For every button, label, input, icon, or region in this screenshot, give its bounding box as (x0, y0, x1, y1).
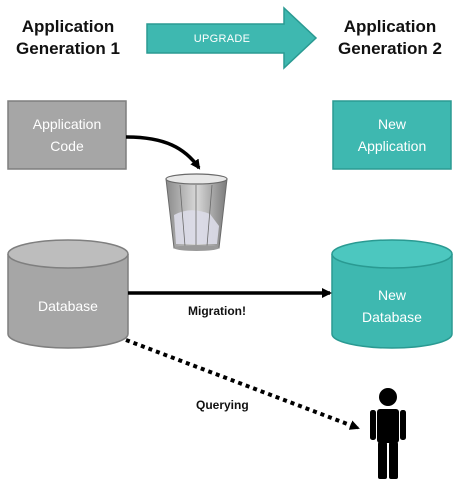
new-database-label-line1: New (377, 287, 406, 303)
application-code-label-line1: Application (32, 116, 102, 132)
application-code-box (7, 100, 127, 170)
new-application-box (332, 100, 452, 170)
database-label: Database (8, 270, 128, 342)
person-icon (370, 388, 406, 479)
new-application-label-line1: New (377, 116, 406, 132)
upgrade-arrow (146, 6, 318, 70)
generation-2-title: Application Generation 2 (322, 16, 458, 60)
migration-label: Migration! (188, 304, 246, 318)
database-cylinder (7, 239, 129, 349)
generation-2-title-line2: Generation 2 (338, 39, 442, 58)
new-database-cylinder (331, 239, 453, 349)
application-code-label: Application Code (8, 101, 126, 169)
new-application-label-line2: Application (357, 138, 427, 154)
querying-label: Querying (196, 398, 249, 412)
new-database-label-line2: Database (362, 309, 422, 325)
discard-arrow (125, 135, 201, 170)
new-application-label: New Application (333, 101, 451, 169)
generation-1-title: Application Generation 1 (0, 16, 136, 60)
wastebasket-icon (165, 173, 228, 251)
new-database-label: New Database (332, 270, 452, 342)
database-label-line1: Database (38, 298, 98, 314)
generation-1-title-line1: Application (21, 17, 115, 36)
upgrade-label: UPGRADE (193, 32, 251, 45)
generation-1-title-line2: Generation 1 (16, 39, 120, 58)
generation-2-title-line1: Application (343, 17, 437, 36)
application-code-label-line2: Code (50, 138, 84, 154)
querying-arrow (125, 338, 360, 430)
